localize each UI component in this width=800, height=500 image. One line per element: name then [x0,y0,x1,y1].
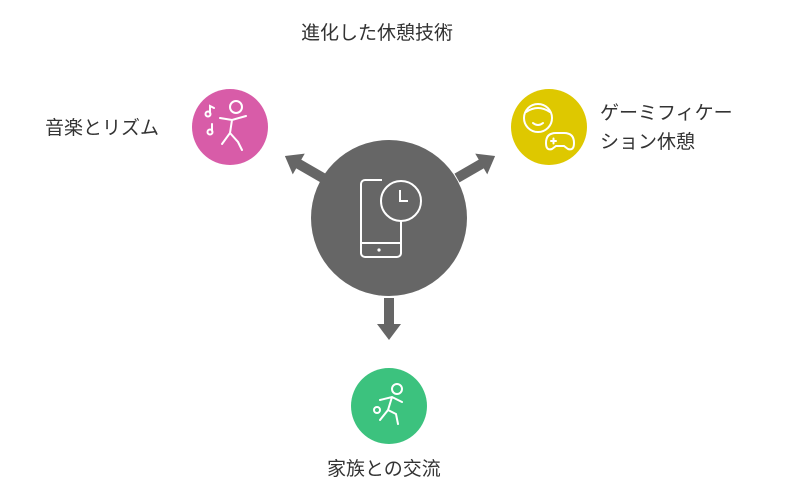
family-label: 家族との交流 [327,458,441,480]
dancing-music-icon [204,100,247,151]
gamification-label-line2: ション休憩 [600,131,696,153]
music-label: 音楽とリズム [45,117,160,139]
center-node [311,140,467,296]
arrows [284,153,496,340]
family-node [351,368,427,444]
phone-clock-icon [360,179,422,258]
gamification-label-line1: ゲーミフィケー [600,102,733,124]
gamification-node [511,89,587,165]
arrow-to-gamification [454,153,496,183]
arrow-to-family [377,298,401,340]
music-node [192,89,268,165]
diagram-title: 進化した休憩技術 [301,22,454,44]
family-play-icon [373,383,403,425]
arrow-to-music [284,153,326,183]
child-gamepad-icon [523,103,576,151]
